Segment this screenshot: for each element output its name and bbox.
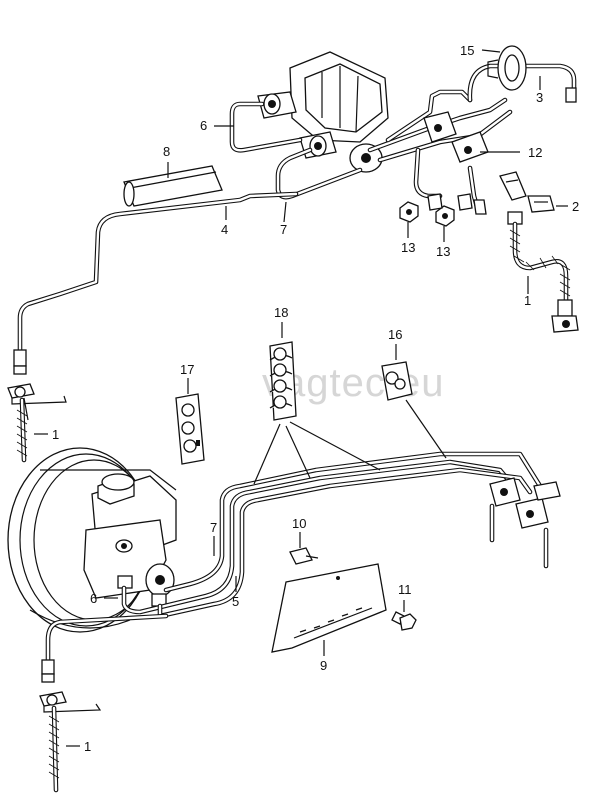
part-13-nuts [399, 193, 487, 227]
callout-10: 10 [292, 516, 306, 531]
lower-right-valves [489, 477, 561, 529]
callout-labels: 15 3 6 8 12 2 4 7 13 13 1 18 16 17 1 10 … [52, 43, 579, 754]
callout-6-lower: 6 [90, 591, 97, 606]
part-1-flex-hose-right [507, 211, 579, 333]
part-11-bolt [391, 611, 417, 631]
part-10-clip [289, 547, 319, 565]
callout-17: 17 [180, 362, 194, 377]
part-1-flex-hose-left-bottom [39, 659, 102, 793]
callout-11: 11 [398, 582, 412, 597]
callout-4: 4 [221, 222, 228, 237]
callout-13-right: 13 [436, 244, 450, 259]
callout-9: 9 [320, 658, 327, 673]
callout-6-upper: 6 [200, 118, 207, 133]
part-17-pipe-clip [175, 393, 205, 465]
upper-valve-block [423, 111, 489, 163]
callout-3: 3 [536, 90, 543, 105]
callout-8: 8 [163, 144, 170, 159]
part-15-vacuum-unit [487, 45, 577, 103]
callout-7-lower: 7 [210, 520, 217, 535]
part-9-cover-plate [271, 563, 387, 653]
callout-7-upper: 7 [280, 222, 287, 237]
callout-15: 15 [460, 43, 474, 58]
part-18-pipe-clip [269, 341, 297, 421]
leader-lines [34, 49, 568, 747]
callout-1-upper-left: 1 [52, 427, 59, 442]
callout-2: 2 [572, 199, 579, 214]
callout-1-upper-right: 1 [524, 293, 531, 308]
callout-16: 16 [388, 327, 402, 342]
upper-brake-pipes [17, 63, 577, 353]
upper-master-cylinder [257, 51, 389, 173]
callout-1-lower-left: 1 [84, 739, 91, 754]
callout-18: 18 [274, 305, 288, 320]
bracket-near-12 [499, 171, 527, 201]
callout-13-left: 13 [401, 240, 415, 255]
part-8-hose-sleeve [123, 165, 223, 207]
lower-master-cylinder [83, 473, 177, 607]
part-1-flex-hose-left-top [7, 349, 67, 463]
lower-brake-pipes [45, 451, 549, 663]
callout-12: 12 [528, 145, 542, 160]
part-16-pipe-clip [381, 361, 413, 401]
callout-5: 5 [232, 594, 239, 609]
part-2-clip [527, 195, 555, 213]
